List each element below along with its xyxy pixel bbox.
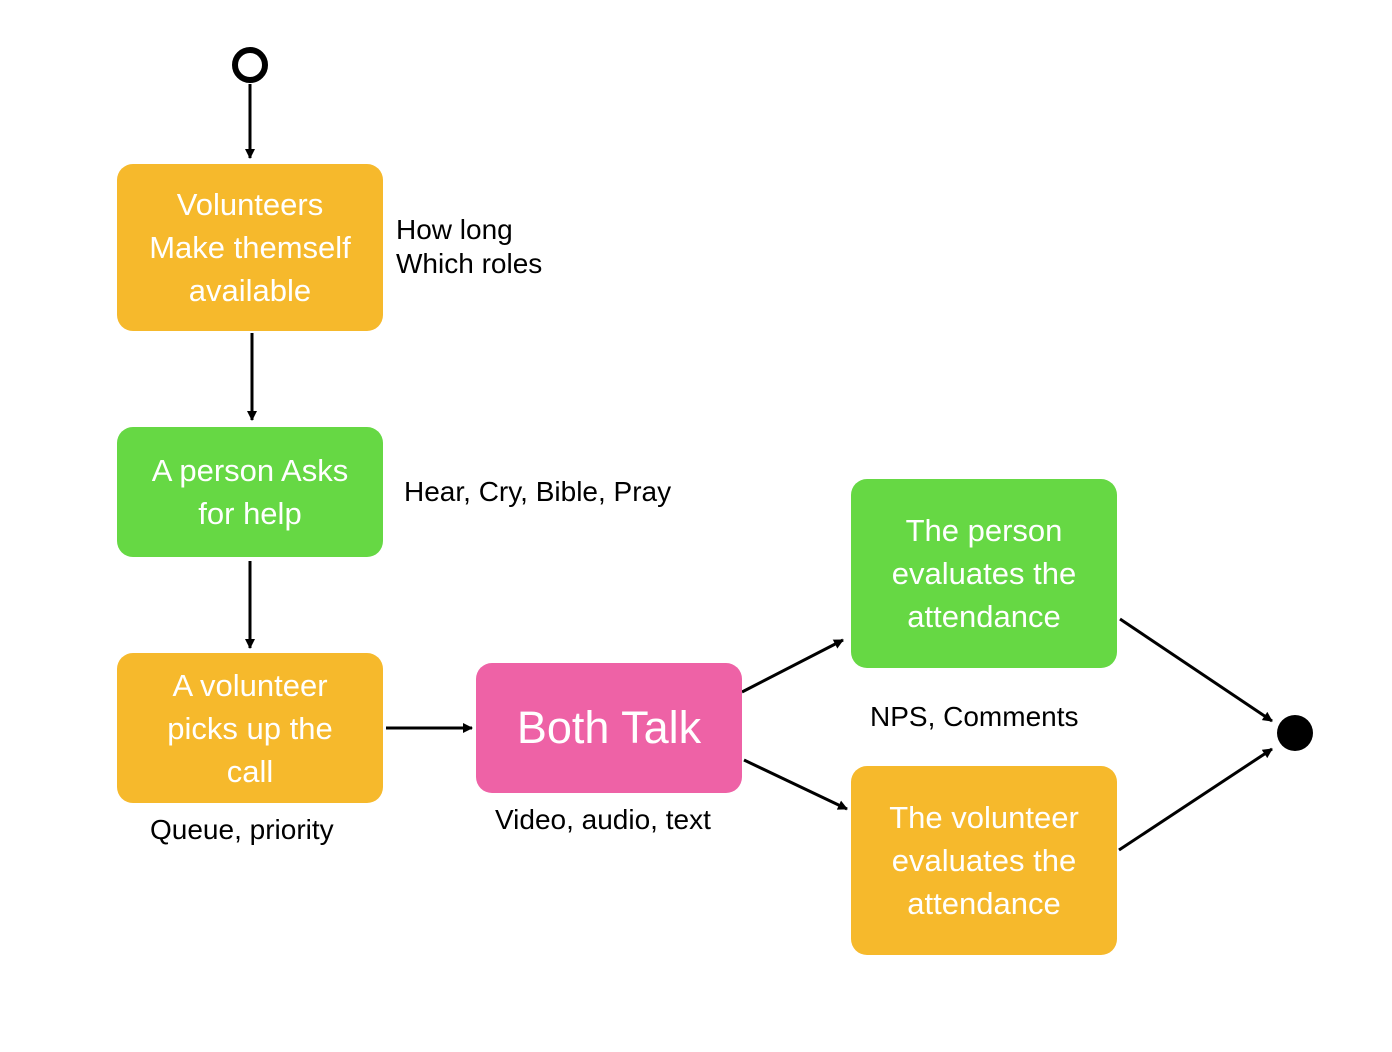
node-line: The volunteer [889,800,1079,835]
edge-talk-to-volunteer-eval [743,758,848,811]
note-line: How long [396,214,513,245]
node-volunteers-available: Volunteers Make themself available [117,164,383,331]
note-queue: Queue, priority [150,814,334,845]
note-channels: Video, audio, text [495,804,711,835]
node-line: Volunteers [176,187,324,222]
node-line: The person [905,513,1063,548]
node-line: A volunteer [172,667,328,703]
edge-volunteer-eval-to-end [1118,747,1273,852]
note-availability: How long Which roles [396,213,542,281]
note-evaluation: NPS, Comments [870,701,1079,732]
note-help-types: Hear, Cry, Bible, Pray [404,476,672,507]
node-line: evaluates the [891,843,1077,878]
node-line: attendance [907,886,1061,921]
node-person-asks-help: A person Asks for help [117,427,383,557]
node-line: attendance [907,599,1061,634]
start-node [232,47,268,83]
node-line: call [226,753,274,789]
node-line: for help [198,496,302,531]
node-line: evaluates the [891,556,1077,591]
node-volunteer-evaluates: The volunteer evaluates the attendance [851,766,1117,955]
note-line: Which roles [396,248,543,279]
node-both-talk: Both Talk [476,663,742,793]
edge-talk-to-person-eval [741,638,844,694]
node-label: Both Talk [516,702,702,753]
node-line: A person Asks [151,453,349,488]
node-line: available [188,273,312,308]
node-line: picks up the [167,710,333,746]
edge-person-eval-to-end [1119,617,1273,723]
end-node [1277,715,1313,751]
node-volunteer-picks-up: A volunteer picks up the call [117,653,383,803]
node-person-evaluates: The person evaluates the attendance [851,479,1117,668]
node-line: Make themself [149,230,351,265]
